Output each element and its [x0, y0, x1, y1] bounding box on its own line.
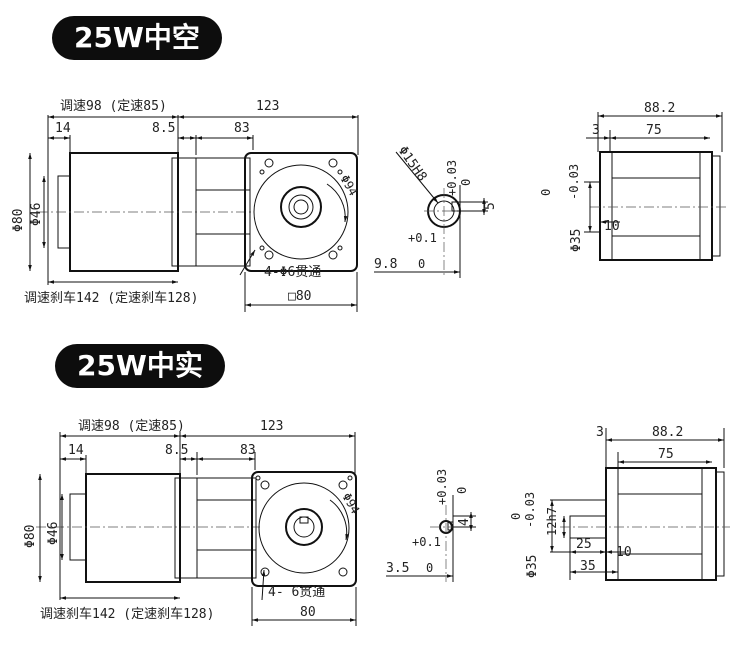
dim-8-5: 8.5: [165, 443, 188, 458]
square-flange-dim: 80: [300, 605, 316, 620]
dim-10: 10: [604, 219, 620, 234]
total-length-dim: 123: [256, 99, 279, 114]
depth-dim: 3.5: [386, 561, 409, 576]
pcd-dim: Φ94: [339, 491, 362, 517]
bore-tol-upper: +0.03: [445, 160, 459, 196]
section-title-solid: 25W中实: [55, 344, 225, 388]
dia-80-dim: Φ80: [23, 525, 38, 548]
brake-length-label: 调速刹车142 (定速刹车128): [40, 606, 214, 622]
depth-tol-zero: 0: [418, 257, 425, 271]
depth-tol-zero: 0: [426, 561, 433, 575]
dim-83: 83: [240, 443, 256, 458]
speed-length-label: 调速98 (定速85): [60, 99, 167, 114]
dim-8-5: 8.5: [152, 121, 175, 136]
mounting-holes-label: 4-Φ6贯通: [264, 265, 321, 280]
pilot-dia-dim: Φ35: [569, 229, 584, 252]
depth-tol-upper: +0.1: [412, 535, 441, 549]
section-title-hollow: 25W中空: [52, 16, 222, 60]
dia-80-dim: Φ80: [11, 209, 26, 232]
pilot-tol-lower: -0.03: [523, 492, 537, 528]
shaft-tol-upper: +0.03: [435, 469, 449, 505]
depth-dim: 9.8: [374, 257, 397, 272]
width-88-2-dim: 88.2: [644, 101, 675, 116]
dim-25: 25: [576, 537, 592, 552]
square-flange-dim: □80: [288, 289, 311, 304]
width-3-dim: 3: [592, 123, 600, 138]
keyway-dim: 5: [483, 202, 498, 210]
width-75-dim: 75: [658, 447, 674, 462]
dim-14: 14: [68, 443, 84, 458]
width-88-2-dim: 88.2: [652, 425, 683, 440]
solid-end-view: 3 88.2 75 0 -0.03 Φ35 12h7 25 35 10: [509, 425, 730, 581]
total-length-dim: 123: [260, 419, 283, 434]
dim-14: 14: [55, 121, 71, 136]
dim-35: 35: [580, 559, 596, 574]
shaft-tol-zero: 0: [455, 487, 469, 494]
bore-tol-zero: 0: [459, 179, 473, 186]
solid-side-view: 调速98 (定速85) 123 14 8.5 83 Φ94 4- 6贯通 调速刹…: [23, 419, 362, 626]
mounting-holes-label: 4- 6贯通: [268, 585, 325, 600]
pilot-tol-zero: 0: [509, 513, 523, 520]
pilot-tol-lower: -0.03: [567, 164, 581, 200]
shaft-fit-dim: 12h7: [545, 507, 559, 536]
dia-46-dim: Φ46: [29, 203, 44, 226]
solid-shaft-detail: +0.03 0 4 +0.1 3.5 0: [386, 469, 476, 582]
dim-83: 83: [234, 121, 250, 136]
depth-tol-upper: +0.1: [408, 231, 437, 245]
dim-10: 10: [616, 545, 632, 560]
bore-dim: Φ15H8: [395, 144, 430, 185]
width-3-dim: 3: [596, 425, 604, 440]
dia-46-dim: Φ46: [46, 522, 61, 545]
pilot-dia-dim: Φ35: [525, 555, 540, 578]
speed-length-label: 调速98 (定速85): [78, 419, 185, 434]
pilot-tol-zero: 0: [539, 189, 553, 196]
hollow-side-view: 调速98 (定速85) 123 14 8.5 83 Φ94 4-Φ6贯通: [11, 99, 360, 312]
keyway-dim: 4: [457, 518, 472, 526]
hollow-shaft-detail: Φ15H8 +0.03 0 5 +0.1 9.8 0: [374, 144, 498, 278]
width-75-dim: 75: [646, 123, 662, 138]
hollow-end-view: 88.2 3 75 0 -0.03 Φ35 10: [539, 101, 728, 261]
brake-length-label: 调速刹车142 (定速刹车128): [24, 290, 198, 306]
